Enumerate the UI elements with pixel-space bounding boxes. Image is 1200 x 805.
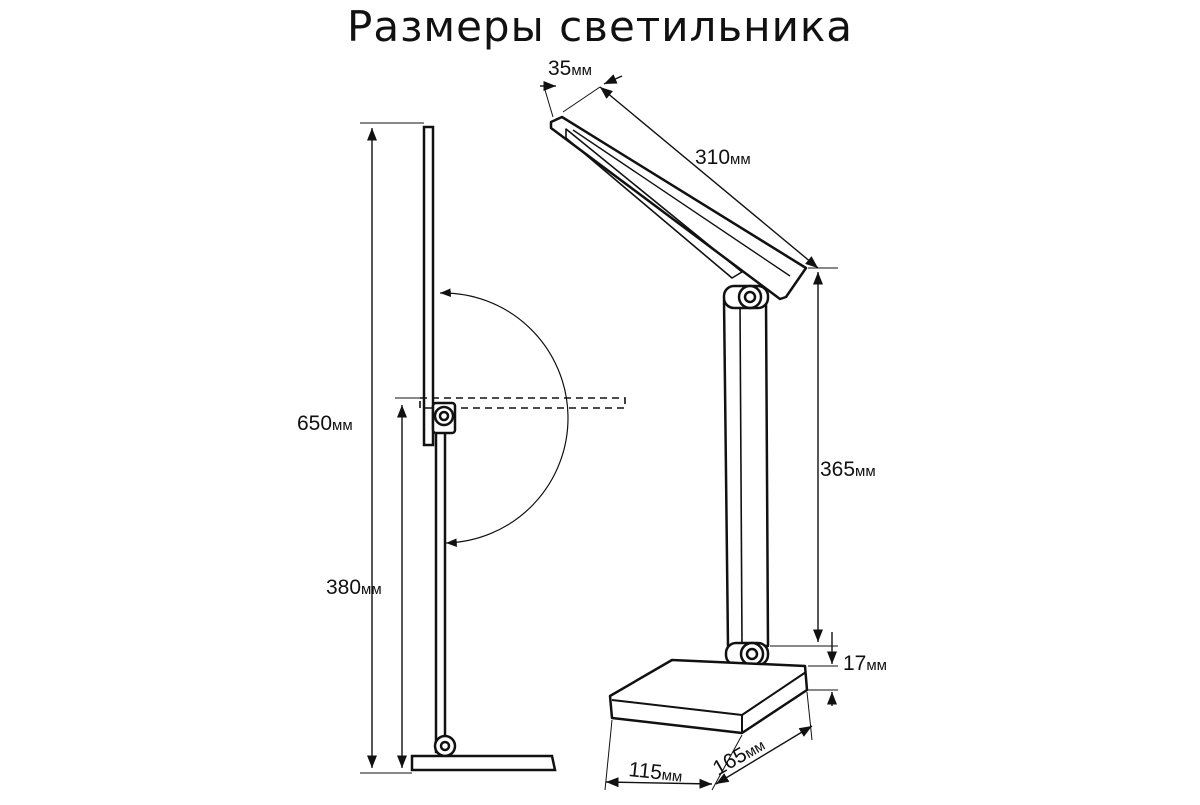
side-head-raised bbox=[422, 125, 435, 447]
dim-650-label: 650мм bbox=[297, 412, 353, 435]
iso-base bbox=[608, 658, 809, 735]
dim-115-line bbox=[605, 777, 713, 789]
dim-310-label: 310мм bbox=[695, 146, 751, 169]
dim-35-line bbox=[540, 74, 623, 92]
dim-310-line bbox=[599, 86, 819, 269]
dim-365-label: 365мм bbox=[820, 458, 876, 481]
dim-17-label: 17мм bbox=[843, 652, 887, 675]
iso-view bbox=[549, 115, 809, 735]
dim-35-label: 35мм bbox=[548, 57, 592, 80]
side-arm bbox=[434, 418, 447, 754]
side-base bbox=[410, 754, 557, 772]
iso-stem bbox=[722, 298, 770, 648]
iso-head bbox=[549, 115, 808, 301]
dim-165-line bbox=[715, 725, 813, 785]
rotation-arc bbox=[439, 288, 569, 548]
side-head-folded-dashed bbox=[419, 397, 626, 409]
diagram-title: Размеры светильника bbox=[347, 2, 853, 51]
side-view bbox=[410, 125, 626, 772]
dim-380-label: 380мм bbox=[326, 576, 382, 599]
dim-115-label: 115мм bbox=[627, 758, 683, 787]
